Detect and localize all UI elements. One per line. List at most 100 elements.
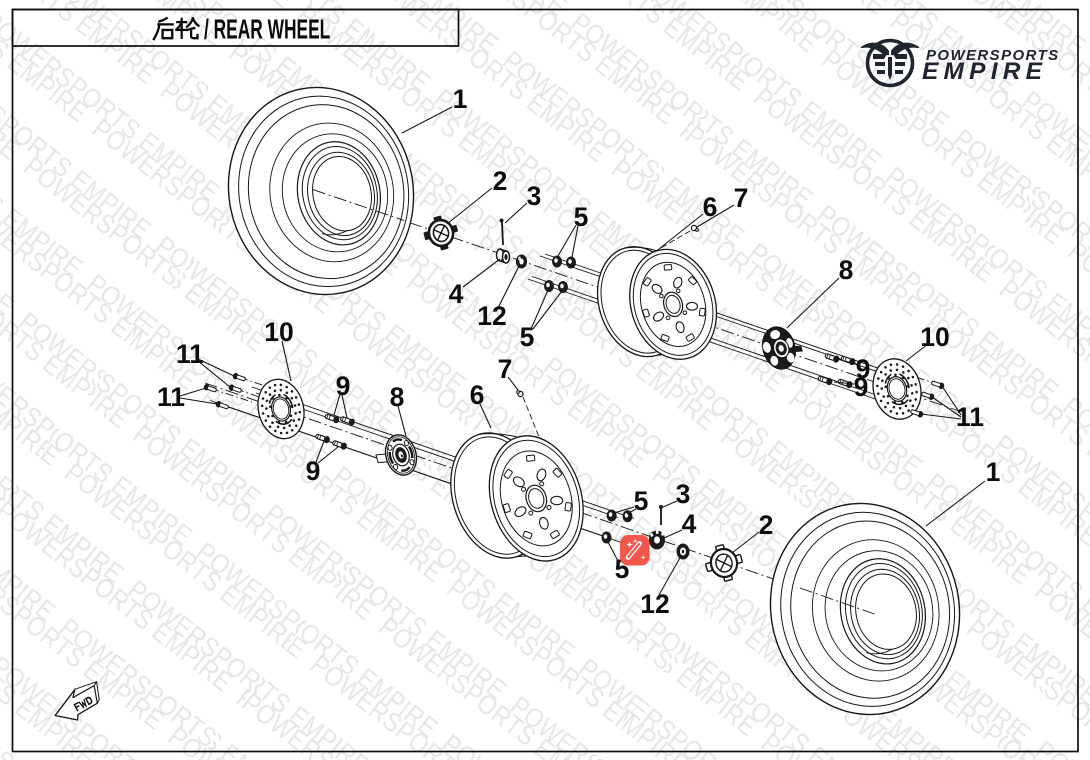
- hub-cap-lower: [705, 544, 743, 582]
- leader-line: [571, 225, 579, 258]
- brake-disc-upper: [872, 358, 922, 420]
- callout-9: 9: [856, 354, 871, 384]
- fwd-arrow: FWD: [54, 681, 100, 721]
- logo-brand-top: POWERSPORTS: [926, 47, 1059, 64]
- brake-disc-lower: [257, 378, 305, 440]
- leader-line: [479, 403, 492, 429]
- page-frame: [11, 8, 1079, 753]
- seal-lower: [676, 543, 690, 560]
- leader-line: [941, 385, 962, 416]
- page-title: / REAR WHEEL: [152, 13, 330, 45]
- callout-2: 2: [493, 166, 508, 196]
- leader-line: [731, 531, 760, 554]
- castle-nut-lower: [649, 530, 665, 550]
- sparkle-tiny-icon: [640, 555, 646, 560]
- studs-9-lower: [315, 413, 355, 450]
- callout-8: 8: [390, 382, 405, 412]
- hub-upper: [762, 326, 803, 370]
- leader-line: [658, 213, 704, 250]
- leader-line: [557, 224, 577, 257]
- leader-line: [532, 290, 563, 330]
- brand-logo: POWERSPORTS EMPIRE: [860, 38, 1059, 88]
- leader-line: [530, 289, 549, 330]
- title-latin-text: / REAR WHEEL: [204, 13, 330, 44]
- leader-line: [462, 258, 501, 288]
- tire-upper: [227, 86, 415, 296]
- callout-7: 7: [734, 183, 749, 213]
- callout-10: 10: [920, 322, 949, 352]
- leader-line: [317, 446, 339, 464]
- leader-line: [626, 508, 637, 515]
- leader-line: [179, 397, 218, 405]
- callout-11: 11: [157, 382, 185, 412]
- washer-upper: [495, 248, 511, 264]
- callout-5: 5: [634, 486, 649, 516]
- callout-9: 9: [854, 372, 869, 402]
- cotter-pin-upper: [499, 218, 504, 246]
- callout-3: 3: [676, 479, 691, 509]
- leader-line: [658, 555, 682, 596]
- callout-5: 5: [574, 202, 589, 232]
- leader-line: [786, 277, 840, 329]
- tire-lower-bore: [839, 558, 927, 665]
- callout-1: 1: [453, 84, 468, 114]
- axis-in-bore-upper: [312, 189, 405, 221]
- logo-brand-bottom: EMPIRE: [922, 58, 1047, 85]
- leader-line: [836, 358, 857, 365]
- callout-5: 5: [520, 322, 535, 352]
- callout-12: 12: [477, 301, 506, 331]
- callout-3: 3: [527, 181, 542, 211]
- callout-4: 4: [449, 279, 464, 309]
- callout-11: 11: [176, 339, 204, 369]
- valve-line-upper: [653, 230, 691, 253]
- leader-line: [333, 393, 341, 416]
- annotation-icon[interactable]: [620, 535, 650, 566]
- rim-upper: [596, 246, 718, 360]
- sparkle-small-icon: [632, 538, 638, 544]
- fwd-label-glyphs: [73, 696, 93, 712]
- leader-line: [507, 376, 519, 391]
- title-hanzi: [152, 16, 201, 41]
- callout-2: 2: [759, 510, 774, 540]
- nuts-5-upper: [544, 255, 576, 293]
- title-box: [11, 8, 460, 47]
- rim-lower: [450, 432, 584, 562]
- tire-lower: [769, 502, 961, 716]
- leader-line: [663, 529, 683, 539]
- pencil-icon-fill: [627, 543, 641, 558]
- valve-line-lower: [522, 396, 542, 443]
- leader-line: [833, 381, 855, 385]
- leader-line: [397, 405, 407, 437]
- valve-lower: [516, 390, 524, 398]
- logo-emblem: [860, 38, 920, 88]
- callout-8: 8: [839, 255, 854, 285]
- callout-10: 10: [264, 317, 293, 347]
- leader-line: [607, 541, 619, 562]
- leader-line: [197, 358, 235, 377]
- callout-6: 6: [703, 192, 718, 222]
- leader-line: [504, 202, 528, 224]
- leader-line: [662, 500, 678, 508]
- callout-4: 4: [682, 509, 697, 539]
- leader-line: [613, 506, 635, 514]
- leader-line: [931, 396, 962, 418]
- leader-line: [696, 204, 735, 228]
- callout-12: 12: [640, 589, 669, 619]
- hub-cap-upper: [423, 215, 458, 251]
- callout-9: 9: [306, 456, 321, 486]
- axis-in-bore-lower: [799, 587, 877, 615]
- sparkle-large-icon: [626, 541, 633, 548]
- callout-6: 6: [470, 380, 485, 410]
- callout-9: 9: [336, 371, 351, 401]
- leader-line: [905, 343, 929, 362]
- leader-line: [315, 440, 325, 463]
- exploded-diagram: FWD: [54, 86, 963, 721]
- leader-line: [446, 187, 493, 225]
- leader-line: [281, 340, 292, 382]
- leader-line: [925, 480, 986, 527]
- callout-1: 1: [986, 457, 1001, 487]
- callout-7: 7: [498, 354, 513, 384]
- hub-lower: [375, 434, 418, 476]
